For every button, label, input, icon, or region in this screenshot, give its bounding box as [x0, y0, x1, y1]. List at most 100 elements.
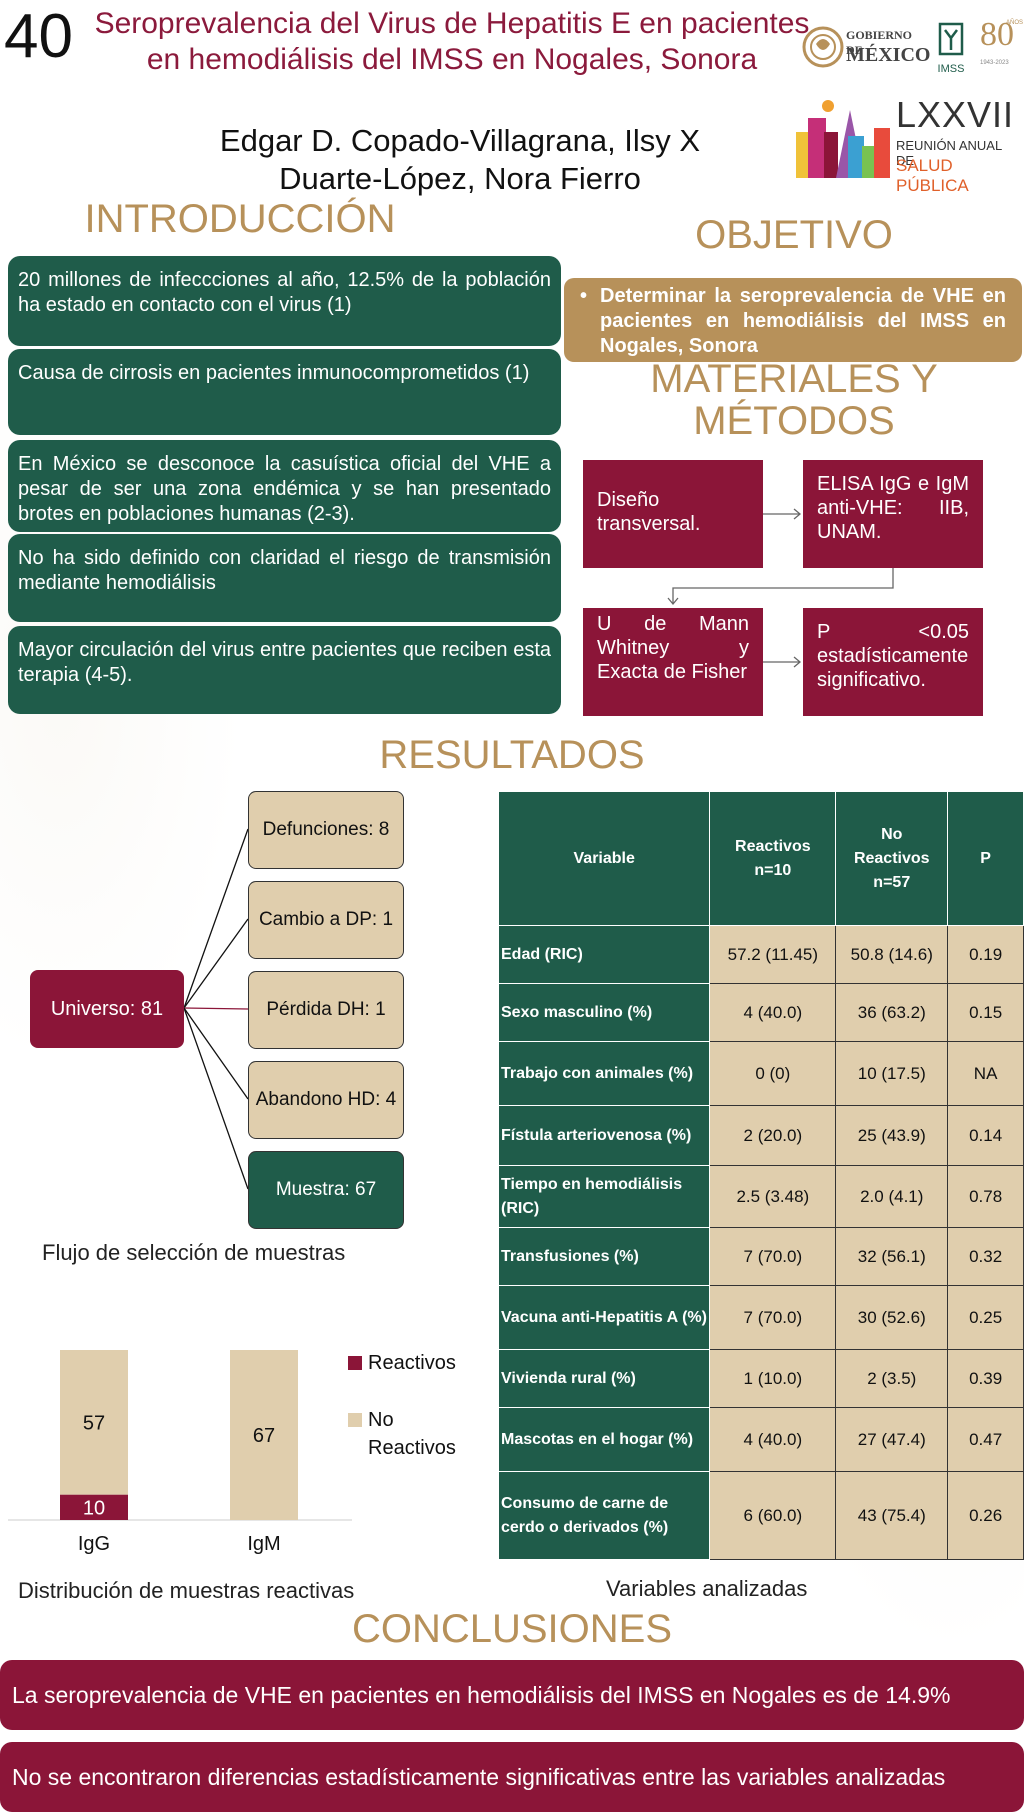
flow-caption: Flujo de selección de muestras [42, 1240, 346, 1265]
table-cell-value: 36 (63.2) [835, 983, 949, 1042]
table-cell-value: 57.2 (11.45) [709, 925, 837, 984]
conclusiones-title: CONCLUSIONES [351, 1607, 673, 1651]
table-row: Sexo masculino (%)4 (40.0)36 (63.2)0.15 [497, 983, 1024, 1042]
x-tick-label: IgM [247, 1533, 280, 1555]
reunion-line2: SALUD PÚBLICA [896, 156, 969, 195]
table-cell-value: 7 (70.0) [709, 1227, 837, 1286]
table-cell-value: 30 (52.6) [835, 1285, 949, 1350]
table-cell-value: 0.19 [947, 925, 1024, 984]
table-row: Vacuna anti-Hepatitis A (%)7 (70.0)30 (5… [497, 1285, 1024, 1350]
table-row: Transfusiones (%)7 (70.0)32 (56.1)0.32 [497, 1227, 1024, 1286]
table-cell-value: 10 (17.5) [835, 1041, 949, 1106]
bar-data-label: 67 [253, 1425, 275, 1447]
table-row: Consumo de carne de cerdo o derivados (%… [497, 1471, 1024, 1560]
table-row: Vivienda rural (%)1 (10.0)2 (3.5)0.39 [497, 1349, 1024, 1408]
objetivo-box: • Determinar la seroprevalencia de VHE e… [564, 278, 1022, 362]
gobierno-mexico-logo: GOBIERNO DE MÉXICO [802, 16, 930, 78]
table-cell-value: 0.15 [947, 983, 1024, 1042]
flow-line-perdida [183, 1007, 249, 1010]
seal-icon [802, 26, 844, 68]
flow-line-muestra [183, 1007, 249, 1190]
legend-swatch [348, 1356, 362, 1370]
table-row: Tiempo en hemodiálisis (RIC)2.5 (3.48)2.… [497, 1165, 1024, 1228]
table-cell-value: 25 (43.9) [835, 1105, 949, 1166]
table-row: Edad (RIC)57.2 (11.45)50.8 (14.6)0.19 [497, 925, 1024, 984]
bar-igg-reactivos [60, 1494, 128, 1520]
table-cell-value: 0.25 [947, 1285, 1024, 1350]
table-caption: Variables analizadas [606, 1576, 808, 1601]
flow-branch-abandono-hd: Abandono HD: 4 [248, 1061, 404, 1139]
gobierno-logo-line2: MÉXICO [846, 44, 931, 66]
flow-line-cambio [183, 918, 249, 1009]
table-cell-variable: Fístula arteriovenosa (%) [497, 1105, 711, 1166]
intro-item-2: Causa de cirrosis en pacientes inmunocom… [8, 349, 561, 435]
table-cell-variable: Vivienda rural (%) [497, 1349, 711, 1408]
table-cell-value: 0.32 [947, 1227, 1024, 1286]
table-cell-value: 50.8 (14.6) [835, 925, 949, 984]
flow-sample: Muestra: 67 [248, 1151, 404, 1229]
metodo-step-4: P <0.05 estadísticamente significativo. [803, 608, 983, 716]
legend-label: No [368, 1409, 394, 1431]
table-cell-value: 43 (75.4) [835, 1471, 949, 1560]
intro-item-1: 20 millones de infeccciones al año, 12.5… [8, 256, 561, 346]
reunion-buildings-icon [796, 100, 890, 178]
80-logo-years: 1943-2023 [980, 60, 1009, 66]
conclusion-item-2: No se encontraron diferencias estadístic… [0, 1742, 1024, 1812]
imss-logo-text: IMSS [937, 63, 965, 75]
imss-logo: IMSS [937, 22, 965, 75]
flow-universe: Universo: 81 [30, 970, 184, 1048]
table-cell-value: 4 (40.0) [709, 1407, 837, 1472]
table-cell-value: 2 (20.0) [709, 1105, 837, 1166]
reunion-line1: REUNIÓN ANUAL DE [896, 138, 1002, 168]
reunion-number: LXXVII [896, 94, 1015, 135]
metodos-title-line1: MATERIALES Y [650, 357, 938, 401]
table-cell-variable: Sexo masculino (%) [497, 983, 711, 1042]
flow-branch-defunciones: Defunciones: 8 [248, 791, 404, 869]
table-header-reactivos: Reactivos n=10 [709, 791, 837, 926]
table-cell-value: 0.47 [947, 1407, 1024, 1472]
poster-title: Seroprevalencia del Virus de Hepatitis E… [94, 7, 810, 76]
legend-label: Reactivos [368, 1352, 456, 1374]
table-row: Fístula arteriovenosa (%)2 (20.0)25 (43.… [497, 1105, 1024, 1166]
table-cell-value: 4 (40.0) [709, 983, 837, 1042]
intro-item-5: Mayor circulación del virus entre pacien… [8, 626, 561, 714]
table-cell-value: 1 (10.0) [709, 1349, 837, 1408]
flow-line-abandono [183, 1007, 249, 1100]
table-cell-value: 32 (56.1) [835, 1227, 949, 1286]
table-cell-variable: Mascotas en el hogar (%) [497, 1407, 711, 1472]
80-logo-number: 80 [980, 16, 1014, 53]
intro-item-4: No ha sido definido con claridad el ries… [8, 534, 561, 622]
80-years-logo: 80 AÑOS 1943-2023 [980, 16, 1024, 78]
introduccion-title: INTRODUCCIÓN [84, 197, 396, 241]
table-cell-variable: Edad (RIC) [497, 925, 711, 984]
flow-line-defunciones [183, 828, 249, 1009]
table-cell-variable: Vacuna anti-Hepatitis A (%) [497, 1285, 711, 1350]
table-cell-value: 7 (70.0) [709, 1285, 837, 1350]
bar-data-label: 10 [83, 1497, 105, 1519]
table-cell-value: 0.78 [947, 1165, 1024, 1228]
objetivo-bullet: • [580, 285, 588, 307]
gobierno-logo-line1: GOBIERNO DE [846, 28, 913, 57]
intro-item-3: En México se desconoce la casuística ofi… [8, 440, 561, 532]
table-cell-value: 2.0 (4.1) [835, 1165, 949, 1228]
table-cell-variable: Transfusiones (%) [497, 1227, 711, 1286]
objetivo-title: OBJETIVO [695, 213, 893, 257]
table-row: Trabajo con animales (%)0 (0)10 (17.5)NA [497, 1041, 1024, 1106]
table-cell-value: 2.5 (3.48) [709, 1165, 837, 1228]
table-header-no-reactivos: No Reactivos n=57 [835, 791, 949, 926]
table-header-p: P [947, 791, 1024, 926]
metodos-title-line2: MÉTODOS [693, 399, 895, 443]
resultados-title: RESULTADOS [379, 733, 645, 777]
table-cell-value: 2 (3.5) [835, 1349, 949, 1408]
table-header-variable: Variable [497, 791, 711, 926]
metodo-step-1: Diseño transversal. [583, 460, 763, 568]
results-table: Variable Reactivos n=10 No Reactivos n=5… [497, 791, 1024, 1560]
metodo-step-2: ELISA IgG e IgM anti-VHE: IIB, UNAM. [803, 460, 983, 568]
table-row: Mascotas en el hogar (%)4 (40.0)27 (47.4… [497, 1407, 1024, 1472]
table-cell-value: 0 (0) [709, 1041, 837, 1106]
flow-connectors [183, 828, 249, 1190]
chart-caption: Distribución de muestras reactivas [18, 1578, 355, 1603]
80-logo-anos: AÑOS [1006, 20, 1024, 26]
table-cell-value: NA [947, 1041, 1024, 1106]
